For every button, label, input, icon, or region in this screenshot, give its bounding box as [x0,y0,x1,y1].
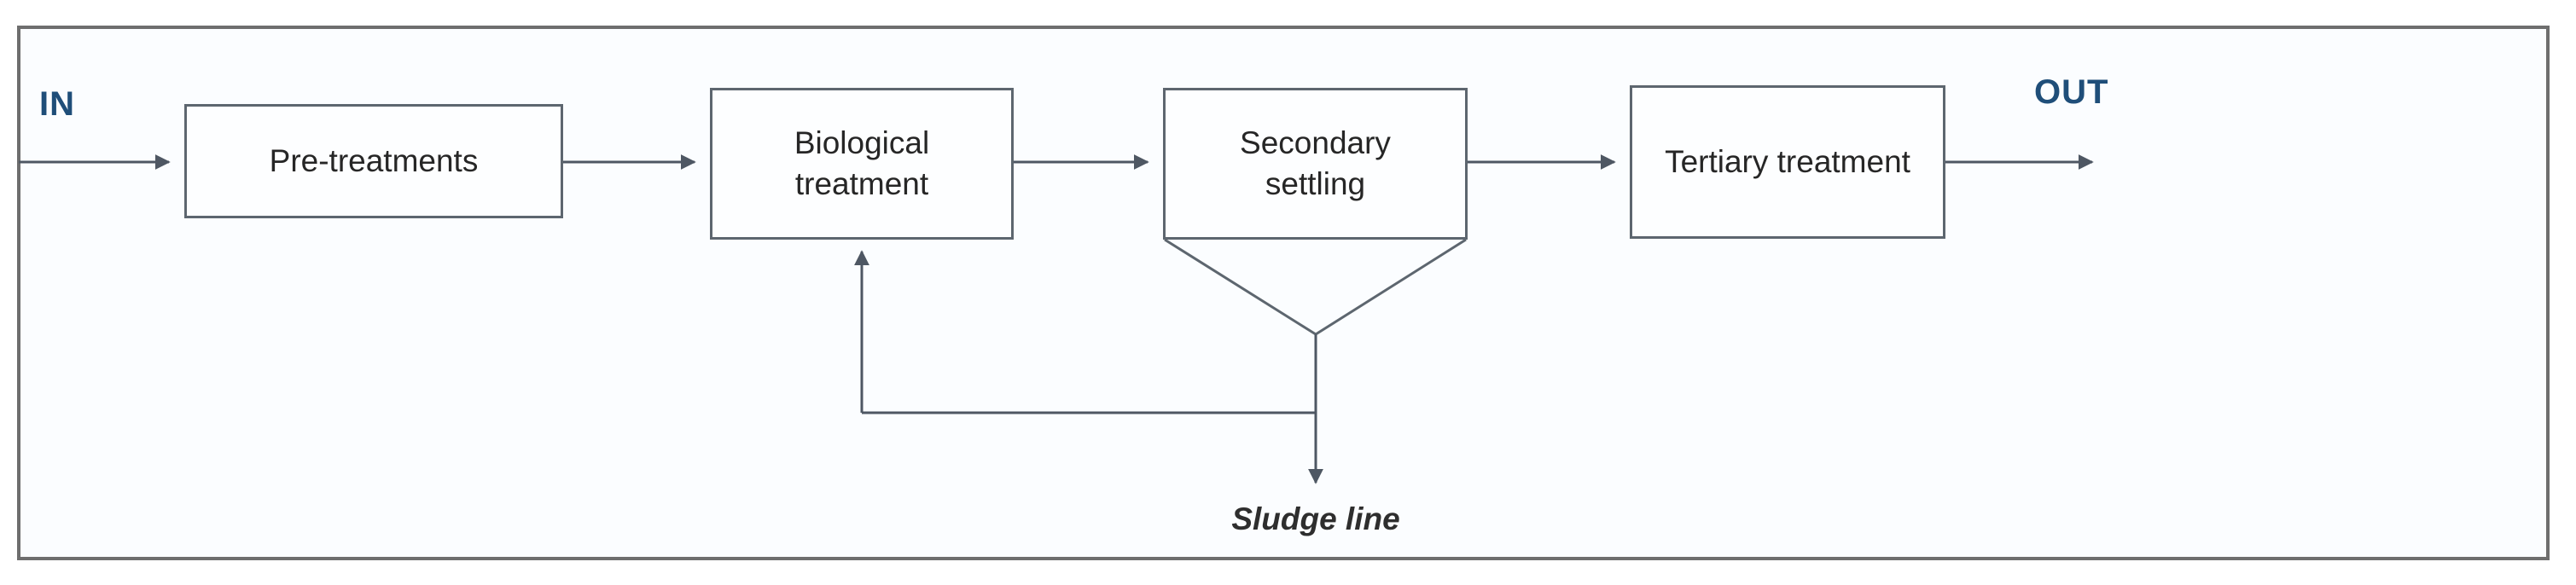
sludge-line-label: Sludge line [1231,501,1400,536]
node-biological-treatment: Biological treatment [710,88,1014,240]
node-tertiary-treatment: Tertiary treatment [1630,85,1945,239]
node-tertiary-treatment-label: Tertiary treatment [1665,144,1910,179]
out-label: OUT [2034,73,2109,111]
node-pre-treatments: Pre-treatments [184,104,563,218]
node-secondary-settling-label: Secondary settling [1240,125,1391,201]
node-biological-treatment-label: Biological treatment [794,125,930,201]
in-label: IN [39,85,75,123]
node-secondary-settling: Secondary settling [1163,88,1468,240]
settler-funnel [1164,238,1467,336]
node-pre-treatments-label: Pre-treatments [269,143,479,178]
